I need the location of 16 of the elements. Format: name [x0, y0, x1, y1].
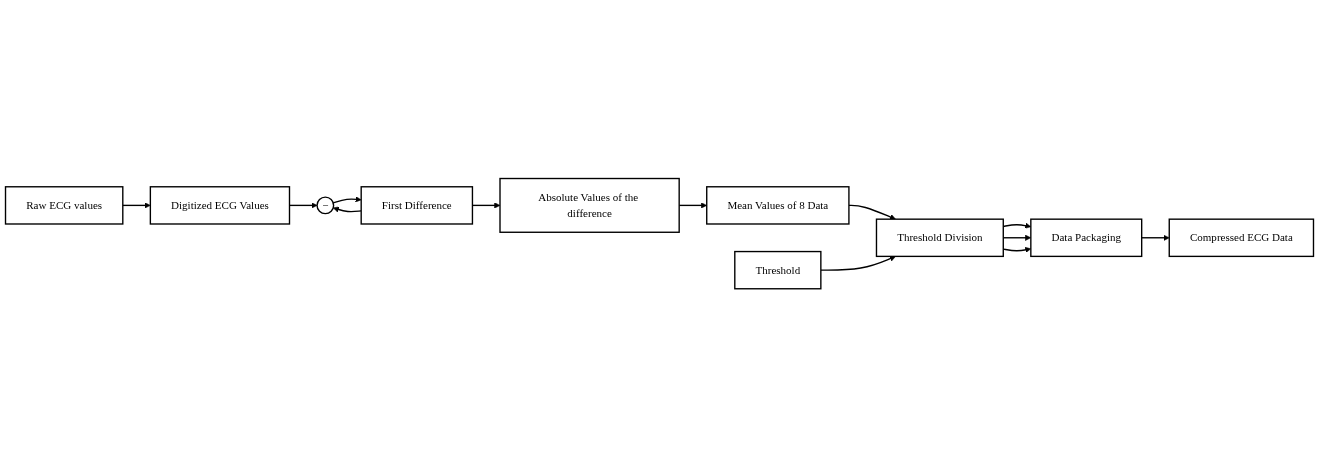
- node-box: Raw ECG values: [4, 186, 124, 226]
- node-box: Compressed ECG Data: [1168, 218, 1315, 258]
- node-box: First Difference: [360, 186, 474, 226]
- arrow: [1141, 235, 1170, 242]
- arrow: [332, 206, 362, 213]
- arrow: [820, 256, 896, 272]
- arrow: [332, 196, 362, 204]
- node-box: Mean Values of 8 Data: [706, 186, 850, 226]
- node-box: Absolute Values of the difference: [499, 178, 680, 234]
- node-circle: −: [316, 196, 335, 215]
- node-box: Threshold Division: [875, 218, 1004, 258]
- node-box: Digitized ECG Values: [149, 186, 291, 226]
- arrow: [848, 205, 896, 221]
- arrow: [122, 202, 151, 209]
- node-box: Threshold: [734, 251, 822, 290]
- node-box: Data Packaging: [1030, 218, 1143, 258]
